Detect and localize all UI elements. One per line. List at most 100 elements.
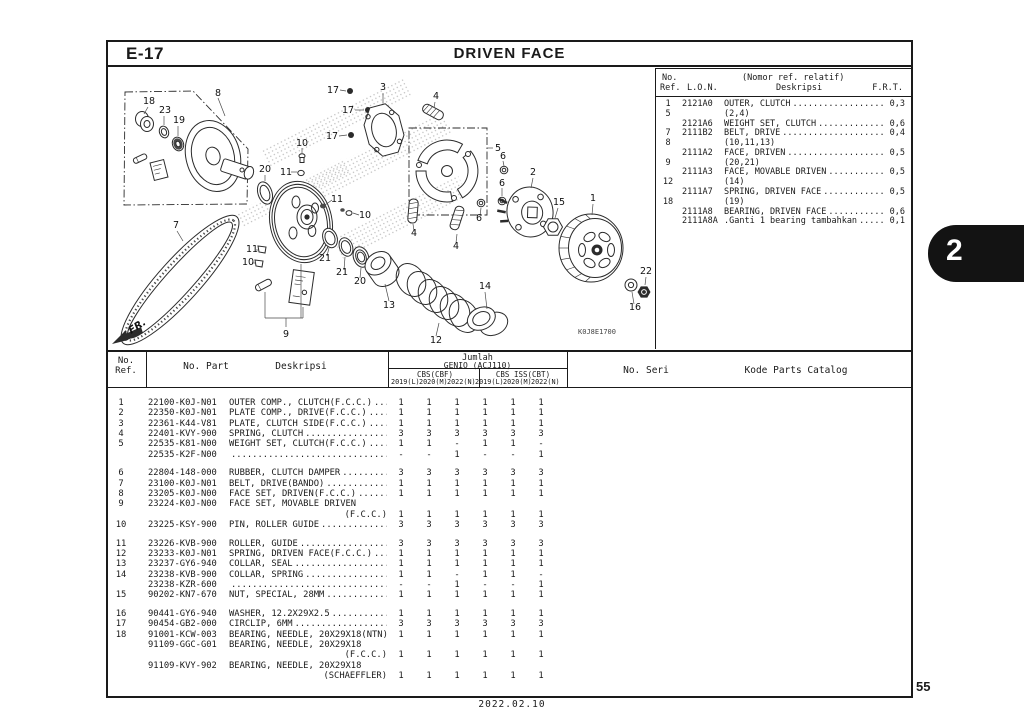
diagram-code: K0J8E1700	[578, 328, 616, 336]
pr-q: 1	[482, 559, 488, 570]
pr-q: 1	[398, 509, 404, 520]
diagram-callout: 23	[159, 105, 171, 116]
rr-desc: FACE, DRIVEN	[724, 147, 786, 158]
pr-q: 1	[426, 650, 432, 661]
rr-dots: ........................................…	[859, 216, 883, 227]
rr-desc: (14)	[724, 177, 745, 188]
pr-q: -	[482, 580, 488, 590]
parts-col-header-group2: CBS ISS(CBT)	[495, 369, 551, 379]
pr-q: 1	[538, 408, 544, 419]
pr-part: 91109-KVY-902	[148, 660, 217, 671]
pr-q: 1	[510, 569, 516, 580]
diagram-callout: 17	[342, 105, 354, 116]
rr-frt: 0,3	[889, 98, 905, 109]
pr-part: 23238-KZR-600	[148, 580, 217, 590]
bolt-small-center	[254, 278, 272, 292]
pd-text: PLATE, CLUTCH SIDE(F.C.C.)	[229, 418, 367, 429]
pr-q: 1	[482, 670, 488, 681]
pr-q: 1	[510, 608, 516, 619]
pd-text: SPRING, CLUTCH	[229, 429, 304, 440]
pd-text: SPRING, DRIVEN FACE(F.C.C.)	[229, 549, 372, 560]
diagram-callout: 10	[242, 257, 254, 268]
pr-q: 3	[510, 520, 516, 531]
pr-part: 23100-K0J-N01	[148, 478, 217, 489]
pr-q: 3	[538, 468, 544, 479]
pr-desc: NUT, SPECIAL, 28MM......................…	[229, 590, 387, 600]
pr-part: 23238-KVB-900	[148, 569, 217, 580]
spring-part-12	[395, 263, 480, 333]
row-spacer	[106, 601, 913, 609]
pr-ref: 10	[115, 520, 127, 531]
pr-ref: 9	[118, 499, 124, 510]
diagram-callout: 11	[280, 167, 292, 178]
pr-desc: OUTER COMP., CLUTCH(F.C.C.).............…	[229, 398, 387, 408]
pr-q: 1	[398, 670, 404, 681]
pr-desc: WASHER, 12.2X29X2.5.....................…	[229, 609, 387, 619]
ref-col-header-frt: F.R.T.	[872, 83, 903, 93]
rr-lon: 2111A8	[682, 206, 713, 217]
pr-q: 1	[398, 408, 404, 419]
ref-col-header-no: No.	[662, 73, 678, 83]
rr-frt: 0,5	[889, 167, 905, 178]
parts-header-divider-cbs	[479, 368, 480, 387]
pr-part: 23226-KVB-900	[148, 538, 217, 549]
rr-frt: 0,6	[889, 118, 905, 129]
year-header: 2019(L)	[475, 377, 504, 386]
pr-q: 1	[454, 629, 460, 640]
pr-q: 1	[454, 449, 460, 460]
pr-q: 1	[398, 398, 404, 409]
rr-desc: BELT, DRIVE	[724, 128, 781, 139]
diagram-callout: 3	[380, 82, 386, 93]
rr-desc: SPRING, DRIVEN FACE	[724, 187, 822, 198]
pr-part: 23225-KSY-900	[148, 520, 217, 531]
pr-q: 1	[426, 408, 432, 419]
rr-desc: OUTER, CLUTCH	[724, 98, 791, 109]
pd-text: PIN, ROLLER GUIDE	[229, 520, 320, 531]
page-title: DRIVEN FACE	[453, 45, 566, 62]
pr-q: 1	[510, 509, 516, 520]
pd-text: BEARING, NEEDLE, 20X29X18(NTN)	[229, 629, 387, 640]
pr-desc: COLLAR, SEAL............................…	[229, 559, 387, 569]
pd-dots: ........................................…	[326, 590, 387, 601]
pr-q: -	[454, 439, 460, 450]
diagram-callout: 11	[331, 194, 343, 205]
pd-dots: ........................................…	[231, 449, 387, 460]
pr-part: 91109-GGC-G01	[148, 639, 217, 650]
pr-q: 1	[454, 590, 460, 601]
pr-q: 1	[398, 608, 404, 619]
ref-table-row: 2111A8A.Ganti 1 bearing tambahkan.......…	[656, 216, 911, 227]
parts-header-divider-1	[146, 352, 147, 387]
pr-q: -	[398, 580, 404, 590]
rr-desc: (2,4)	[724, 108, 750, 119]
pr-q: 1	[510, 670, 516, 681]
ring-part-19	[171, 136, 185, 152]
pr-desc: BEARING, NEEDLE, 20X29X18	[229, 640, 387, 650]
pr-desc: WEIGHT SET, CLUTCH(F.C.C.)..............…	[229, 439, 387, 449]
pr-q: 1	[398, 569, 404, 580]
nut-part-6a	[499, 165, 509, 175]
pr-q: 1	[482, 439, 488, 450]
pr-part: 90202-KN7-670	[148, 590, 217, 601]
pr-q: 1	[482, 549, 488, 560]
pr-q: 1	[510, 559, 516, 570]
rr-frt: 0,5	[889, 187, 905, 198]
subassembly-box-5	[408, 127, 488, 216]
pd-dots: ........................................…	[299, 538, 387, 549]
pr-q: -	[454, 569, 460, 580]
rr-lon: 2111A2	[682, 147, 713, 158]
ref-col-header-deskripsi: Deskripsi	[776, 83, 823, 93]
pr-desc: ROLLER, GUIDE...........................…	[229, 539, 387, 549]
pd-text: BEARING, NEEDLE, 20X29X18	[229, 660, 362, 671]
pd-dots: ........................................…	[321, 520, 387, 531]
ref-table-row: 12(14)	[656, 177, 911, 187]
ring-part-20-left	[256, 181, 274, 205]
diagram-callout: 1	[590, 193, 596, 204]
year-header: 2022(N)	[447, 377, 476, 386]
pr-desc: CIRCLIP, 6MM............................…	[229, 619, 387, 629]
pr-q: 1	[398, 439, 404, 450]
pr-ref: 6	[118, 468, 124, 479]
section-tab: 2	[928, 225, 1024, 282]
